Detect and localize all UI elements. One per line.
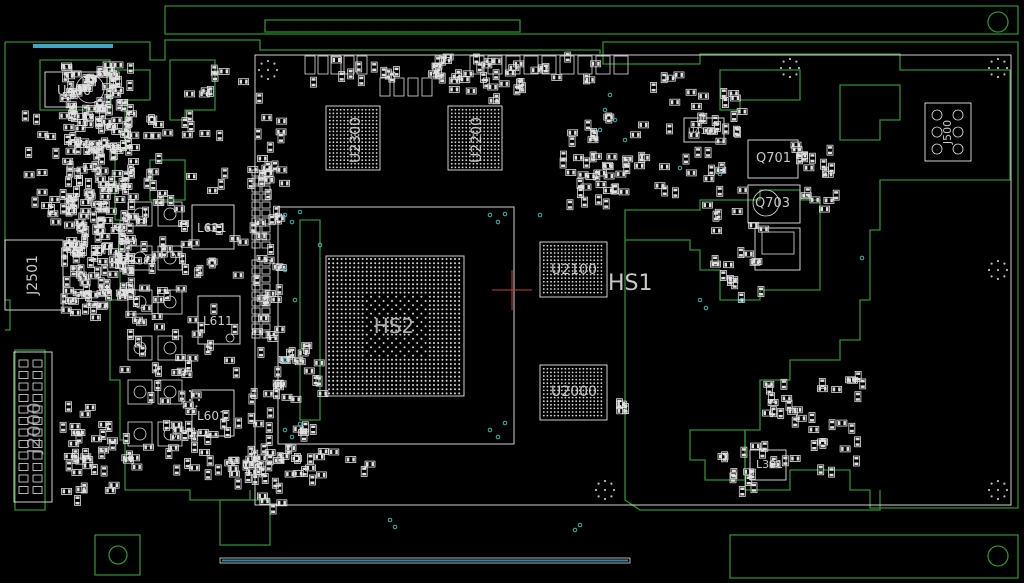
j2000-pin-array (18, 359, 43, 494)
u2300-memory-chip[interactable]: U2300 (325, 105, 381, 171)
q701-label: Q701 (756, 151, 791, 166)
u2200-memory-chip[interactable]: U2200 (447, 105, 503, 171)
l611-inductor[interactable]: L611 (197, 295, 241, 345)
u2300-label: U2300 (348, 117, 364, 163)
q-regulator-block (754, 227, 801, 271)
l601-inductor[interactable]: L601 (191, 389, 235, 437)
mounting-dot-patterns (179, 57, 1009, 501)
board-silk-outline (254, 54, 1012, 506)
j500-label: J500 (941, 120, 954, 145)
j500-connector[interactable]: J500 (924, 102, 972, 162)
q703-transistor[interactable]: Q703 (747, 184, 801, 224)
u2200-label: U2200 (469, 117, 485, 163)
l601-label: L601 (197, 409, 227, 423)
gpu-ball-grid (328, 258, 461, 395)
j2501-label: J2501 (25, 255, 41, 296)
u4103-label: U4103 (688, 127, 718, 137)
hs2-label: HS2 (374, 314, 414, 338)
j2501-connector[interactable]: J2501 (4, 239, 64, 311)
q701-transistor[interactable]: Q701 (747, 139, 799, 179)
edge-connectors (33, 11, 1009, 567)
u2200-ball-grid (450, 108, 500, 169)
u2000-label: U2000 (551, 384, 597, 400)
u2000-memory-chip[interactable]: U2000 (539, 364, 608, 421)
j2000-connector[interactable]: J2000 (13, 351, 53, 503)
u2300-ball-grid (328, 108, 378, 169)
l301-label: L301 (756, 458, 783, 471)
u2100-memory-chip[interactable]: U2100 (539, 241, 608, 298)
hs1-label: HS1 (608, 271, 653, 296)
j2000-label: J2000 (24, 402, 45, 454)
q703-label: Q703 (755, 196, 790, 211)
hs2-gpu-package[interactable]: HS2 (325, 255, 465, 397)
hs1-heatsink-marker[interactable]: HS1 (492, 270, 653, 310)
via-holes (282, 92, 865, 533)
u2000-ball-grid (542, 367, 603, 417)
l611-label: L611 (203, 314, 233, 328)
u2100-ball-grid (542, 244, 603, 294)
passive-components (21, 51, 867, 515)
u2100-label: U2100 (551, 262, 597, 278)
